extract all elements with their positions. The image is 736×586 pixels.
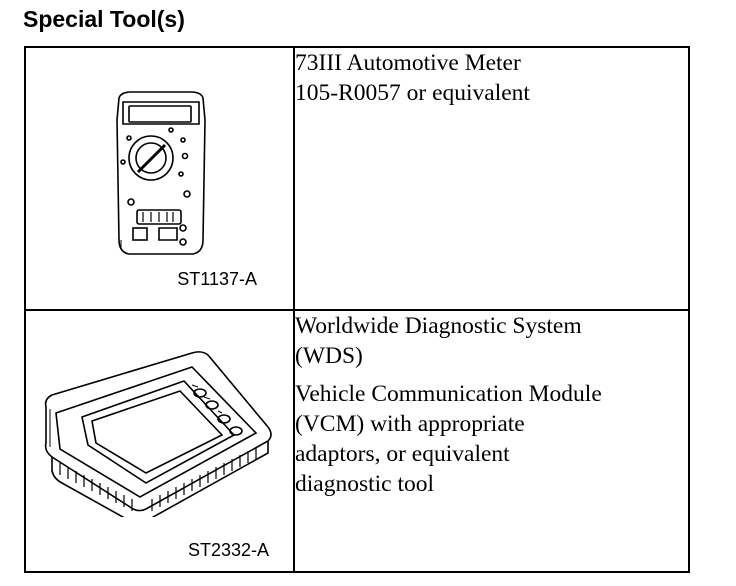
tool-row: ST2332-A Worldwide Diagnostic System (WD…: [24, 309, 690, 573]
diagnostic-tablet-icon: [44, 351, 272, 517]
tool-row: ST1137-A 73III Automotive Meter 105-R005…: [24, 46, 690, 311]
description-line: Vehicle Communication Module: [295, 381, 602, 407]
tool-code: ST1137-A: [177, 269, 257, 289]
description-line: Worldwide Diagnostic System: [295, 313, 582, 339]
description-line: 73III Automotive Meter: [295, 50, 521, 76]
description-line: 105-R0057 or equivalent: [295, 80, 530, 106]
tool-description-cell: Worldwide Diagnostic System (WDS) Vehicl…: [293, 309, 690, 573]
description-line: diagnostic tool: [295, 471, 435, 497]
tool-description: 73III Automotive Meter 105-R0057 or equi…: [295, 48, 688, 108]
tool-description-cell: 73III Automotive Meter 105-R0057 or equi…: [293, 46, 690, 311]
tool-description: Worldwide Diagnostic System (WDS) Vehicl…: [295, 311, 688, 499]
special-tools-table: ST1137-A 73III Automotive Meter 105-R005…: [24, 46, 690, 573]
tool-image-cell: ST2332-A: [24, 309, 295, 573]
description-line: (WDS): [295, 343, 363, 369]
description-paragraph: Vehicle Communication Module (VCM) with …: [295, 379, 688, 499]
multimeter-icon: [116, 91, 206, 255]
page-title: Special Tool(s): [23, 6, 185, 32]
description-line: adaptors, or equivalent: [295, 441, 510, 467]
tool-image-cell: ST1137-A: [24, 46, 295, 311]
description-paragraph: Worldwide Diagnostic System (WDS): [295, 311, 688, 371]
tool-code: ST2332-A: [187, 540, 269, 560]
description-line: (VCM) with appropriate: [295, 411, 525, 437]
